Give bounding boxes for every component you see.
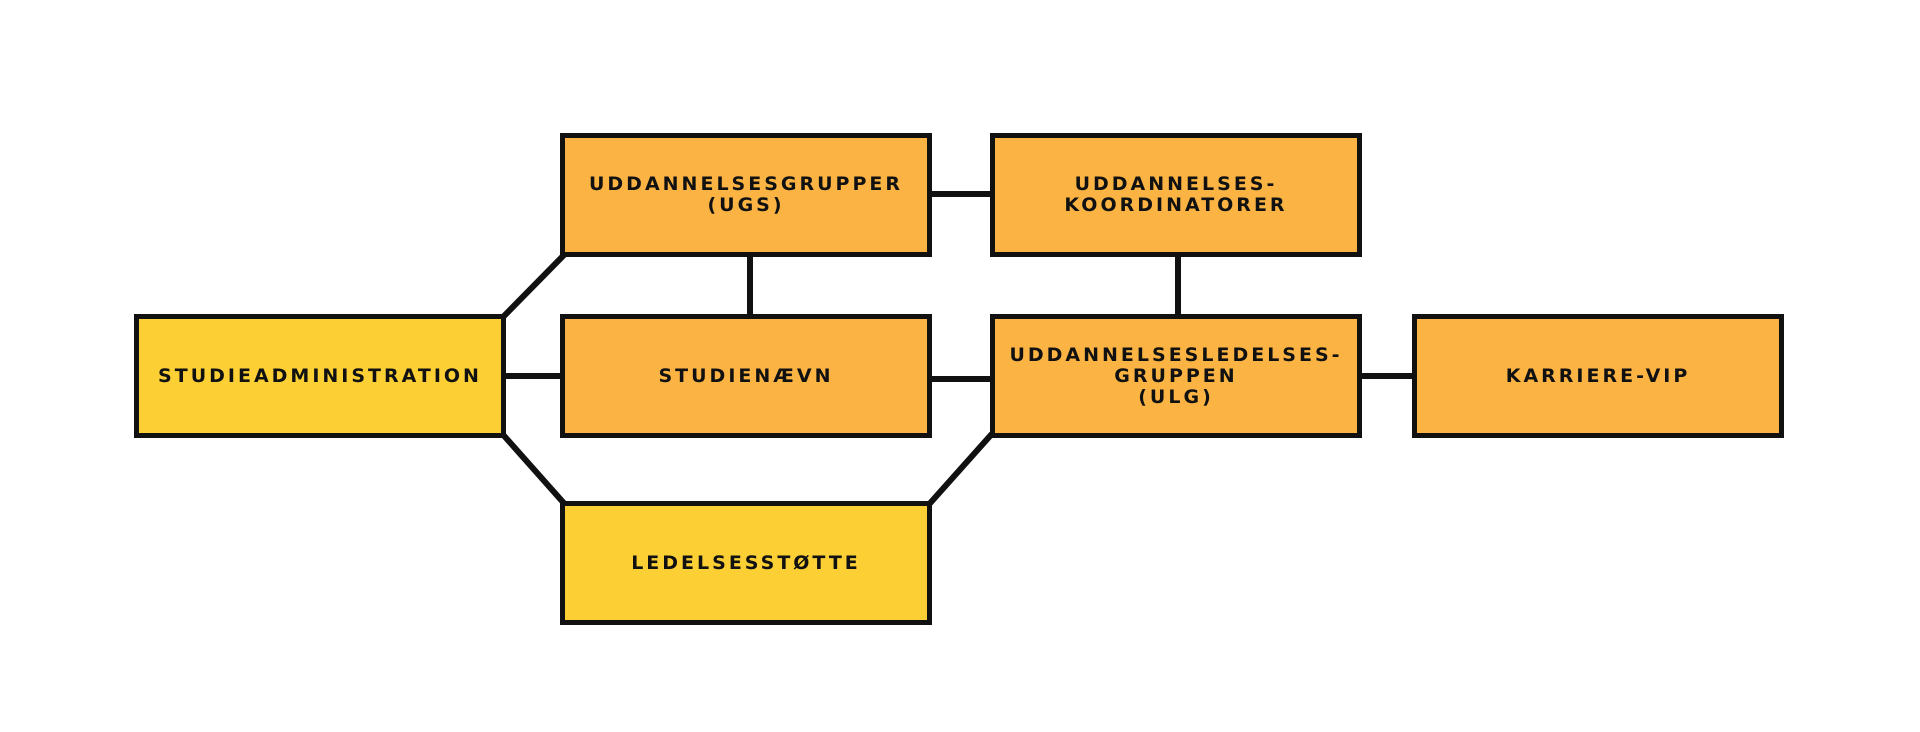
node-karriere-vip: KARRIERE-VIP	[1412, 314, 1784, 438]
node-label: UDDANNELSES- KOORDINATORER	[1064, 173, 1288, 216]
node-studieadministration: STUDIEADMINISTRATION	[134, 314, 506, 438]
node-uddannelsesledelsesgruppen: UDDANNELSESLEDELSES- GRUPPEN (ULG)	[990, 314, 1362, 438]
node-studienaevn: STUDIENÆVN	[560, 314, 932, 438]
node-label: UDDANNELSESLEDELSES- GRUPPEN (ULG)	[1009, 343, 1343, 408]
node-label: STUDIENÆVN	[658, 364, 834, 387]
node-uddannelsesgrupper: UDDANNELSESGRUPPER (UGS)	[560, 133, 932, 257]
edge-studieadministration-ledelsesstotte	[501, 433, 567, 506]
node-label: KARRIERE-VIP	[1505, 364, 1691, 387]
node-label: STUDIEADMINISTRATION	[158, 364, 482, 387]
node-uddannelseskoordinatorer: UDDANNELSES- KOORDINATORER	[990, 133, 1362, 257]
edge-studieadministration-uddannelsesgrupper	[501, 252, 567, 319]
node-ledelsesstotte: LEDELSESSTØTTE	[560, 501, 932, 625]
node-label: UDDANNELSESGRUPPER (UGS)	[588, 173, 904, 216]
edge-ledelsesstotte-uddannelsesledelsesgruppen	[927, 431, 995, 506]
node-label: LEDELSESSTØTTE	[631, 551, 861, 574]
